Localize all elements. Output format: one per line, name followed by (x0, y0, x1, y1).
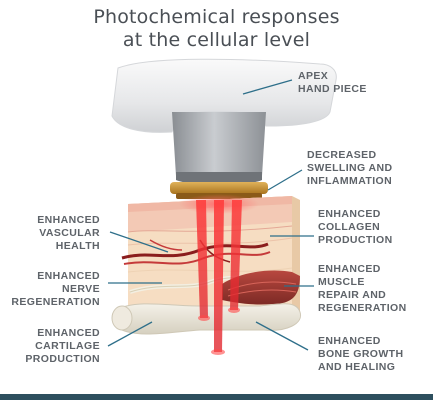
footer-bar (0, 394, 433, 400)
leader-swelling (268, 170, 302, 190)
